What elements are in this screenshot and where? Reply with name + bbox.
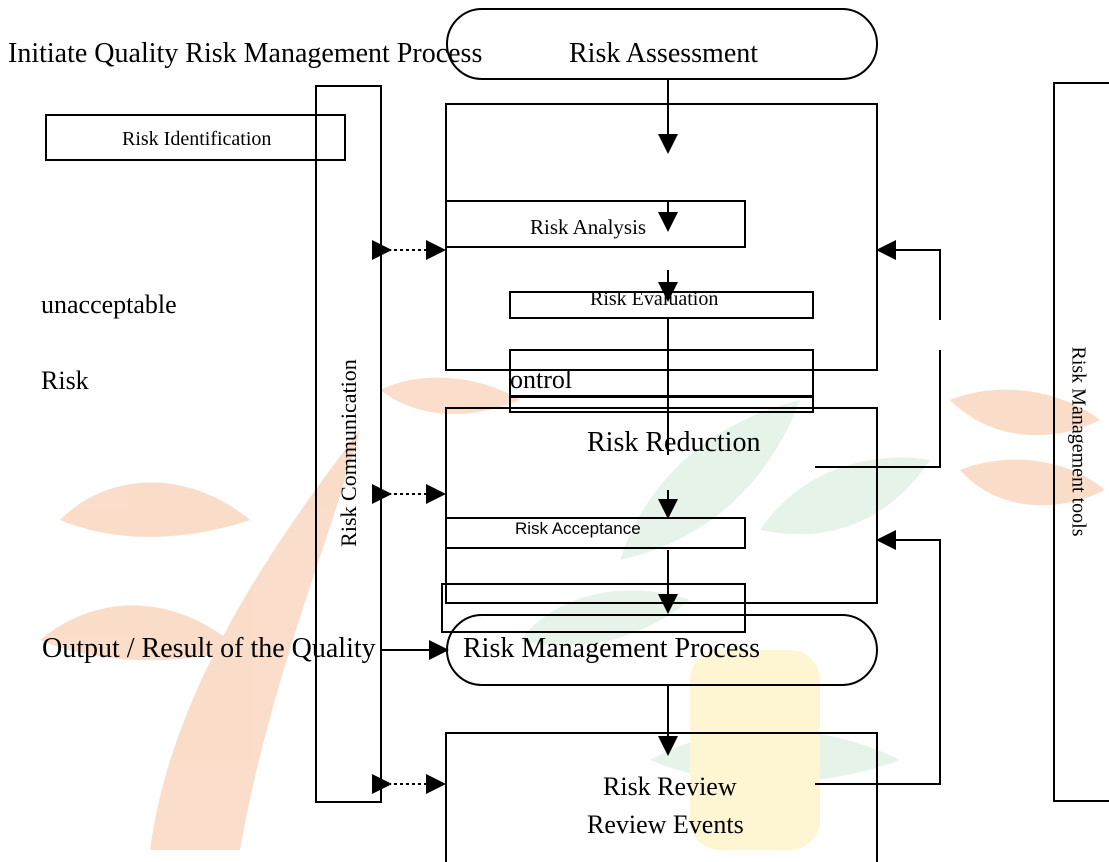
output-connector-box [441,583,746,633]
risk-control-label: ontrol [510,365,573,394]
risk-communication-bar [315,85,382,803]
title-assessment-label: Risk Assessment [569,38,759,69]
risk-management-tools-label: Risk Management tools [1067,346,1090,537]
output-left-label: Output / Result of the Quality [42,633,376,664]
risk-acceptance-label: Risk Acceptance [515,519,641,538]
risk-communication-label: Risk Communication [336,359,361,547]
risk-analysis-box [445,200,746,248]
title-start-label: Initiate Quality Risk Management Process [8,38,483,69]
risk-identification-label: Risk Identification [122,128,272,150]
risk-evaluation-box [509,291,814,319]
risk-identification-box [45,114,346,161]
start-terminal [446,8,878,80]
risk-control-box [445,407,878,604]
risk-analysis-label: Risk Analysis [530,215,647,239]
risk-evaluation-label: Risk Evaluation [590,288,719,310]
output-terminal [446,614,878,686]
review-events-label: Review Events [587,810,744,839]
unacceptable-label: unacceptable [41,290,177,319]
risk-control-box-lower [509,395,814,413]
risk-control-box-upper [509,349,814,398]
output-right-label: Risk Management Process [463,633,761,664]
risk-acceptance-box [445,517,746,549]
risk-word-label: Risk [41,366,89,395]
risk-management-tools-bar [1053,82,1109,802]
risk-review-box [445,732,878,862]
risk-review-label: Risk Review [603,772,737,801]
risk-reduction-label: Risk Reduction [587,427,761,458]
